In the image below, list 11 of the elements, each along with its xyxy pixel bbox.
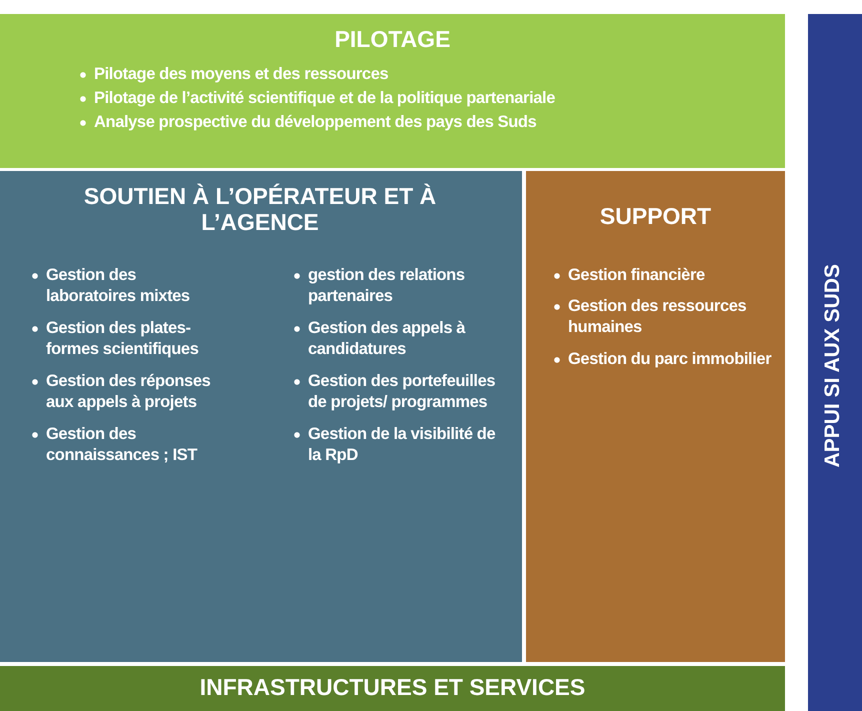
section-panel xyxy=(0,14,785,168)
section-panel xyxy=(0,666,785,711)
section-heading: INFRASTRUCTURES ET SERVICES xyxy=(198,674,586,700)
section-heading: PILOTAGE xyxy=(334,26,452,52)
section-panel xyxy=(0,171,522,662)
section-panel xyxy=(808,14,862,711)
section-heading: SOUTIEN À L’OPÉRATEUR ET À L’AGENCE xyxy=(82,183,438,236)
section-heading: SUPPORT xyxy=(598,203,712,230)
vertical-heading: APPUI SI AUX SUDS xyxy=(821,264,845,468)
section-panel xyxy=(526,171,785,662)
bullet-item: Gestion du parc immobilier xyxy=(552,349,772,370)
